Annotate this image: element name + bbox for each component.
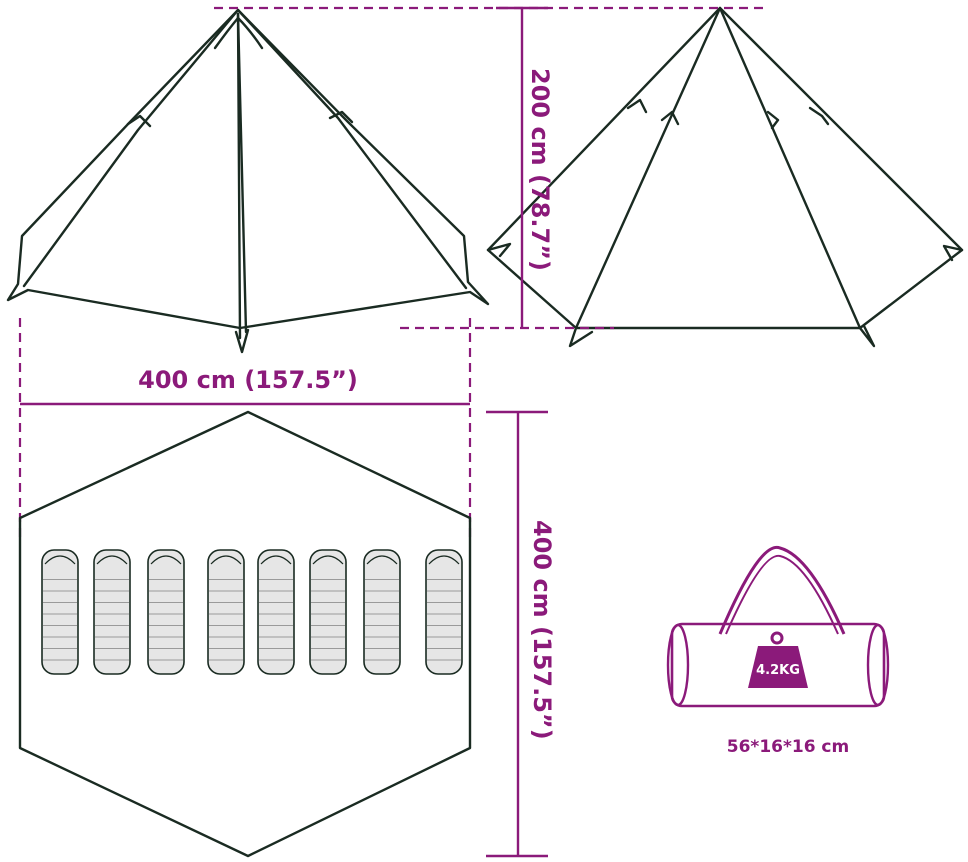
floor-plan-outline — [18, 410, 472, 858]
sleeping-bag-icon — [41, 549, 79, 675]
tent-side-view — [486, 6, 964, 348]
sleeping-bag-icon — [363, 549, 401, 675]
sleeping-bag-icon — [309, 549, 347, 675]
sleeping-bag-icon — [93, 549, 131, 675]
sleeping-bag-icon — [207, 549, 245, 675]
weight-icon: 4.2KG — [748, 631, 808, 688]
sleeping-bag-icon — [147, 549, 185, 675]
weight-label: 4.2KG — [756, 663, 800, 678]
sleeping-bag-icon — [425, 549, 463, 675]
sleeping-bag-icon — [257, 549, 295, 675]
dimension-lines — [20, 6, 548, 858]
width-dimension-label: 400 cm (157.5”) — [138, 366, 358, 394]
bag-handle-icon — [718, 545, 846, 635]
tent-front-view — [6, 8, 490, 354]
bag-body — [670, 622, 886, 708]
dimension-guides — [18, 6, 768, 540]
height-dimension-label: 200 cm (78.7”) — [526, 68, 554, 271]
floor-plan — [18, 410, 472, 858]
bag-size-label: 56*16*16 cm — [727, 737, 849, 757]
sleeping-bags — [41, 549, 463, 675]
carry-bag: 4.2KG — [666, 545, 890, 708]
depth-dimension-label: 400 cm (157.5”) — [528, 520, 556, 740]
